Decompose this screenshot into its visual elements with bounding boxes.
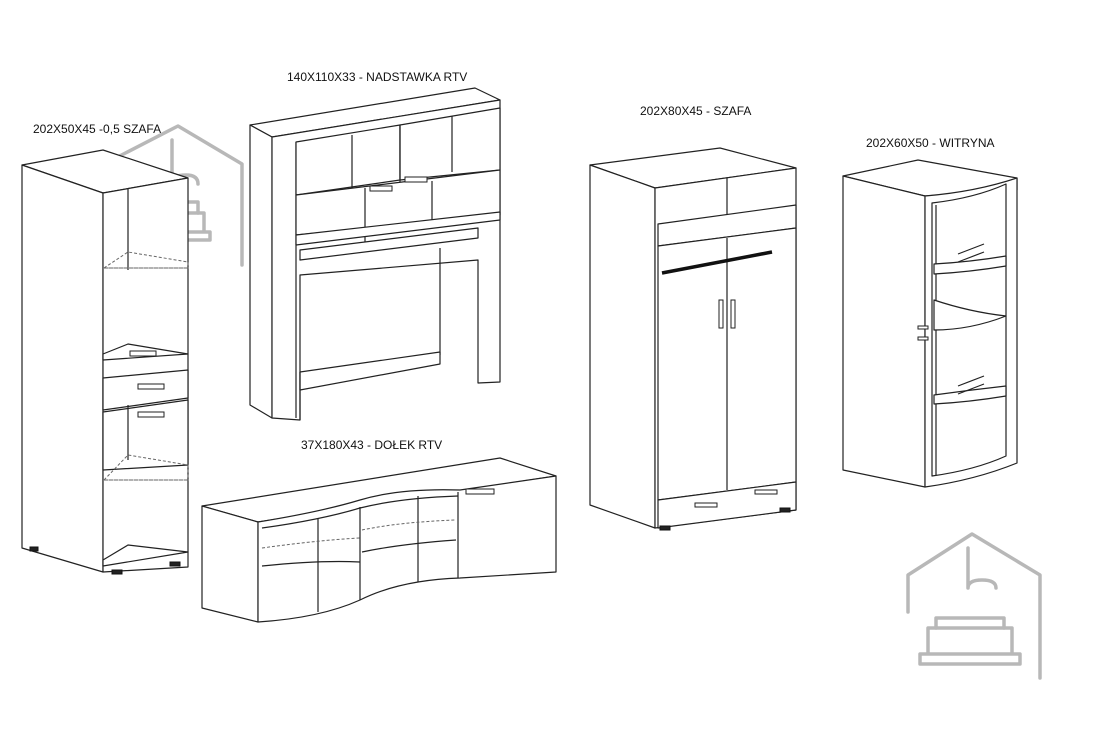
display-cabinet-drawing — [842, 159, 1018, 488]
label-tv-top: 140X110X33 - NADSTAWKA RTV — [287, 70, 468, 84]
tv-stand-drawing — [201, 457, 557, 623]
tv-top-drawing — [249, 87, 501, 421]
watermark-logo-large — [906, 532, 1042, 680]
label-half-wardrobe: 202X50X45 -0,5 SZAFA — [33, 122, 162, 136]
label-wardrobe: 202X80X45 - SZAFA — [640, 104, 752, 118]
label-display-cabinet: 202X60X50 - WITRYNA — [866, 136, 995, 150]
half-wardrobe-drawing — [21, 149, 189, 575]
label-tv-stand: 37X180X43 - DOŁEK RTV — [301, 438, 443, 452]
wardrobe-drawing — [589, 147, 797, 531]
